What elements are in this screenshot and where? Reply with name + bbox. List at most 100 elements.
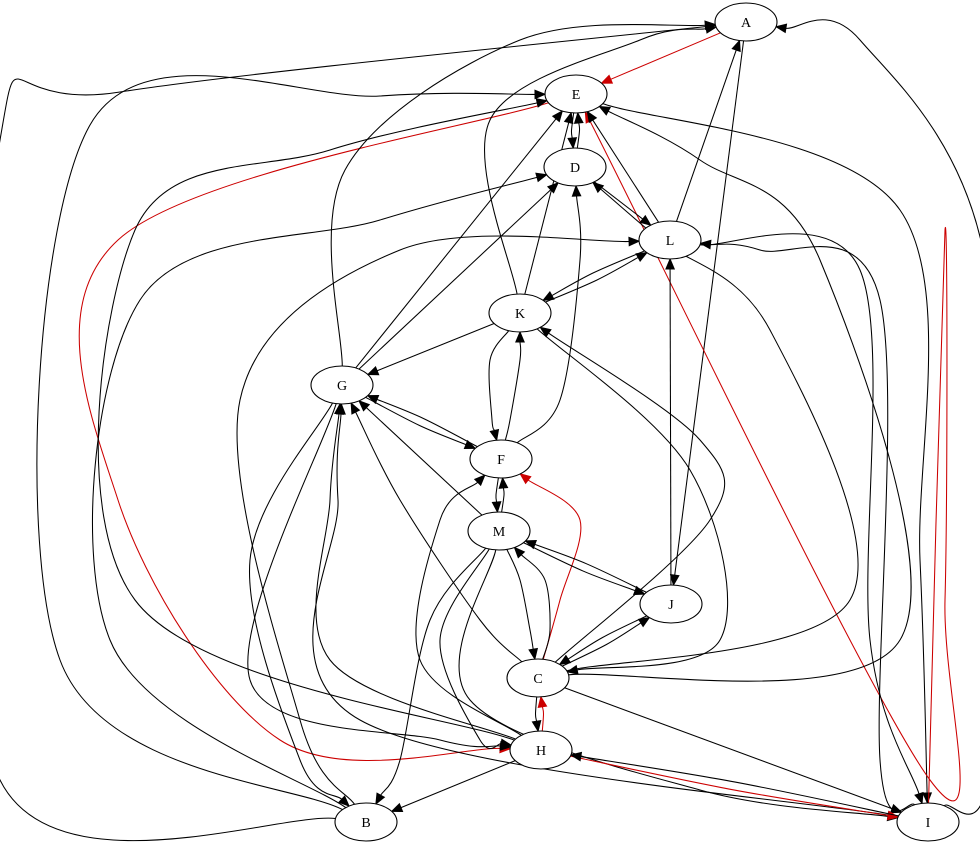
edge-m-to-h	[439, 548, 513, 750]
arrowhead	[665, 257, 676, 270]
edge-c-to-h	[531, 696, 542, 733]
edge-line	[602, 103, 930, 794]
edge-c-to-j	[561, 616, 651, 667]
edge-line	[570, 755, 889, 816]
edge-g-to-d	[358, 182, 559, 370]
edge-line	[366, 407, 483, 516]
edge-h-to-g	[315, 402, 516, 740]
arrowhead	[600, 74, 614, 84]
arrowhead	[566, 664, 579, 675]
arrowhead	[499, 738, 513, 749]
arrowhead	[519, 473, 532, 485]
edge-line	[610, 32, 721, 80]
edge-line	[536, 328, 729, 671]
arrowhead	[338, 795, 351, 807]
edge-k-to-a	[484, 23, 718, 295]
arrowhead	[528, 647, 539, 661]
node-m: M	[467, 511, 531, 551]
edge-line	[589, 120, 961, 804]
arrowhead	[390, 802, 404, 812]
node-k: K	[488, 293, 552, 333]
edge-i-to-l	[699, 239, 916, 812]
edge-g-to-f	[365, 396, 477, 450]
node-c: C	[506, 658, 570, 698]
edge-l-to-e	[586, 110, 660, 223]
edge-line	[380, 547, 487, 796]
edge-line	[0, 19, 767, 842]
arrowhead	[669, 574, 680, 587]
edge-line	[376, 398, 478, 448]
edge-l-to-k	[541, 250, 645, 301]
edge-line	[488, 330, 510, 431]
node-shape	[506, 658, 570, 698]
node-shape	[544, 74, 608, 114]
arrowhead	[635, 252, 649, 263]
edge-k-to-g	[366, 322, 495, 376]
edge-e-to-d	[567, 112, 578, 150]
edge-k-to-e	[524, 111, 574, 295]
edge-line	[247, 403, 501, 748]
edge-line	[439, 548, 502, 750]
edge-line	[315, 413, 516, 740]
edge-line	[594, 181, 644, 220]
arrowhead	[513, 546, 526, 559]
arrowhead	[586, 110, 598, 124]
edge-k-to-f	[488, 330, 510, 442]
edge-h-to-e	[97, 98, 549, 741]
arrowhead	[573, 111, 584, 124]
edge-m-to-f	[498, 476, 509, 513]
node-shape	[714, 2, 778, 42]
edge-line	[561, 622, 642, 667]
edge-line	[312, 413, 899, 818]
node-label: K	[515, 307, 525, 322]
arrowhead	[541, 290, 555, 301]
node-label: I	[926, 816, 931, 831]
edge-line	[248, 402, 343, 800]
arrowhead	[731, 39, 741, 53]
edge-c-to-k	[539, 326, 726, 663]
arrowhead	[639, 214, 652, 226]
arrowhead	[498, 476, 509, 489]
node-l: L	[638, 220, 702, 260]
node-h: H	[509, 730, 573, 770]
edge-line	[564, 687, 893, 810]
edge-line	[527, 479, 582, 660]
edge-b-to-d	[91, 172, 548, 809]
edge-line	[36, 75, 536, 811]
edge-b-to-e	[36, 75, 547, 811]
arrowhead	[563, 111, 574, 125]
edge-i-to-a	[774, 19, 980, 815]
edge-line	[545, 256, 639, 303]
edge-c-to-m	[513, 546, 551, 660]
node-g: G	[310, 365, 374, 405]
arrowhead	[534, 89, 547, 100]
arrowhead	[569, 751, 583, 762]
edge-line	[592, 119, 660, 223]
node-b: B	[334, 802, 398, 842]
edge-m-to-b	[375, 547, 487, 806]
edge-k-to-c	[536, 328, 729, 675]
edge-line	[785, 19, 980, 815]
arrowhead	[489, 428, 500, 442]
edge-g-to-e	[355, 110, 564, 369]
edge-line	[97, 102, 538, 741]
edge-j-to-l	[665, 257, 676, 586]
edge-m-to-j	[523, 542, 646, 596]
edge-line	[504, 341, 522, 441]
edge-line	[400, 760, 516, 809]
arrowhead	[571, 184, 582, 197]
arrowhead	[598, 105, 612, 116]
edge-line	[91, 176, 538, 809]
edge-line	[358, 189, 552, 370]
arrowhead	[537, 695, 548, 709]
arrowhead	[558, 654, 572, 666]
edge-line	[236, 235, 630, 805]
edge-a-to-e	[600, 32, 721, 84]
node-j: J	[639, 584, 703, 624]
node-shape	[334, 802, 398, 842]
node-label: D	[570, 161, 580, 176]
arrowhead	[774, 23, 788, 34]
edge-line	[534, 543, 647, 593]
